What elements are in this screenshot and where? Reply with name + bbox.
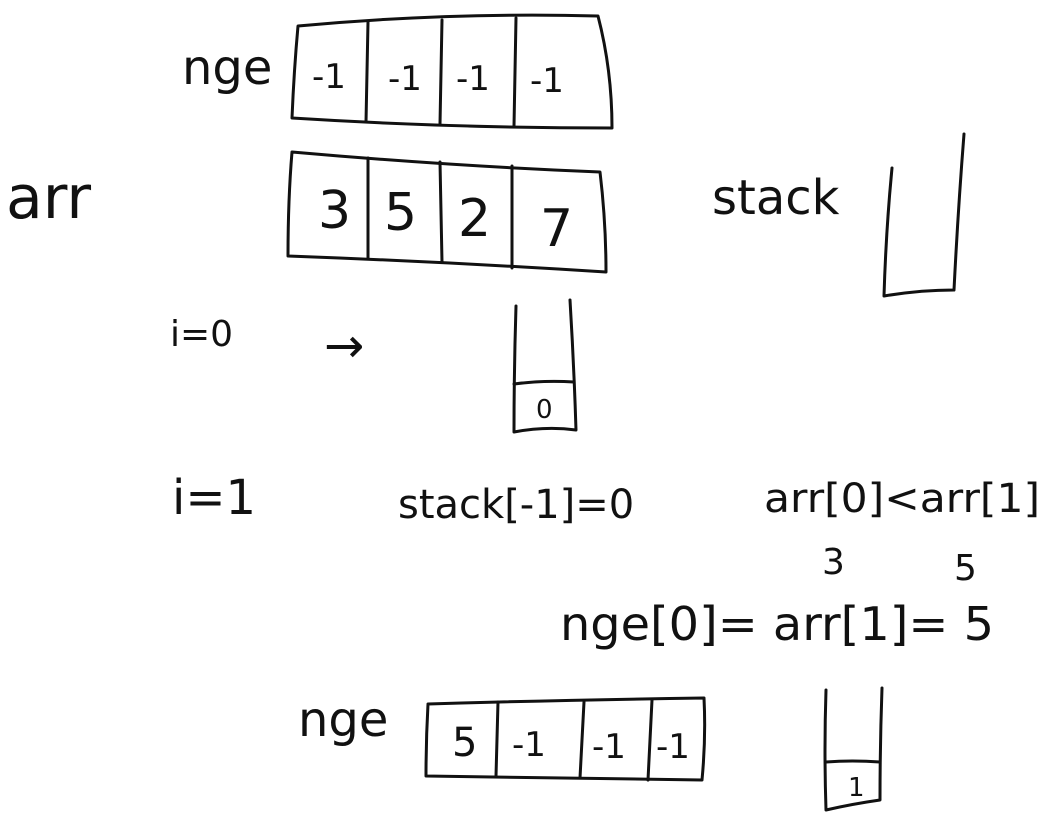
stack-after-i0: 0 [512, 298, 578, 434]
arr-cell-1: 5 [384, 183, 417, 243]
nge-initial-cell-1: -1 [388, 59, 422, 99]
stack-after-i1: 1 [823, 686, 884, 812]
stack-i1-item-0: 1 [848, 773, 865, 803]
stack-top-text: stack[-1]=0 [398, 482, 634, 528]
comparison-value-right: 5 [954, 548, 977, 589]
nge-updated-cell-0: 5 [452, 720, 477, 766]
nge-initial-label: nge [182, 40, 272, 96]
nge-initial-cell-2: -1 [456, 59, 490, 99]
nge-updated-cell-3: -1 [656, 727, 690, 767]
arr-cell-2: 2 [458, 189, 491, 249]
arr-label: arr [6, 163, 91, 233]
arr-cell-3: 7 [540, 199, 573, 259]
assignment-text: nge[0]= arr[1]= 5 [560, 597, 994, 651]
nge-updated-array: 5 -1 -1 -1 [424, 696, 707, 782]
step-i0-arrow: → [324, 318, 364, 374]
arr-array: 3 5 2 7 [286, 150, 608, 274]
nge-initial-cell-0: -1 [312, 57, 346, 97]
nge-updated-cell-1: -1 [512, 725, 546, 765]
stack-label: stack [712, 170, 840, 226]
stack-i0-item-0: 0 [536, 395, 553, 425]
nge-updated-label: nge [298, 692, 388, 748]
nge-initial-cell-3: -1 [530, 61, 564, 101]
step-i0-label: i=0 [170, 314, 233, 355]
comparison-text: arr[0]<arr[1] [764, 476, 1040, 522]
empty-stack [882, 132, 966, 298]
nge-updated-cell-2: -1 [592, 727, 626, 767]
arr-cell-0: 3 [318, 181, 351, 241]
nge-initial-array: -1 -1 -1 -1 [290, 13, 614, 130]
step-i1-label: i=1 [172, 470, 256, 526]
comparison-value-left: 3 [822, 542, 845, 583]
